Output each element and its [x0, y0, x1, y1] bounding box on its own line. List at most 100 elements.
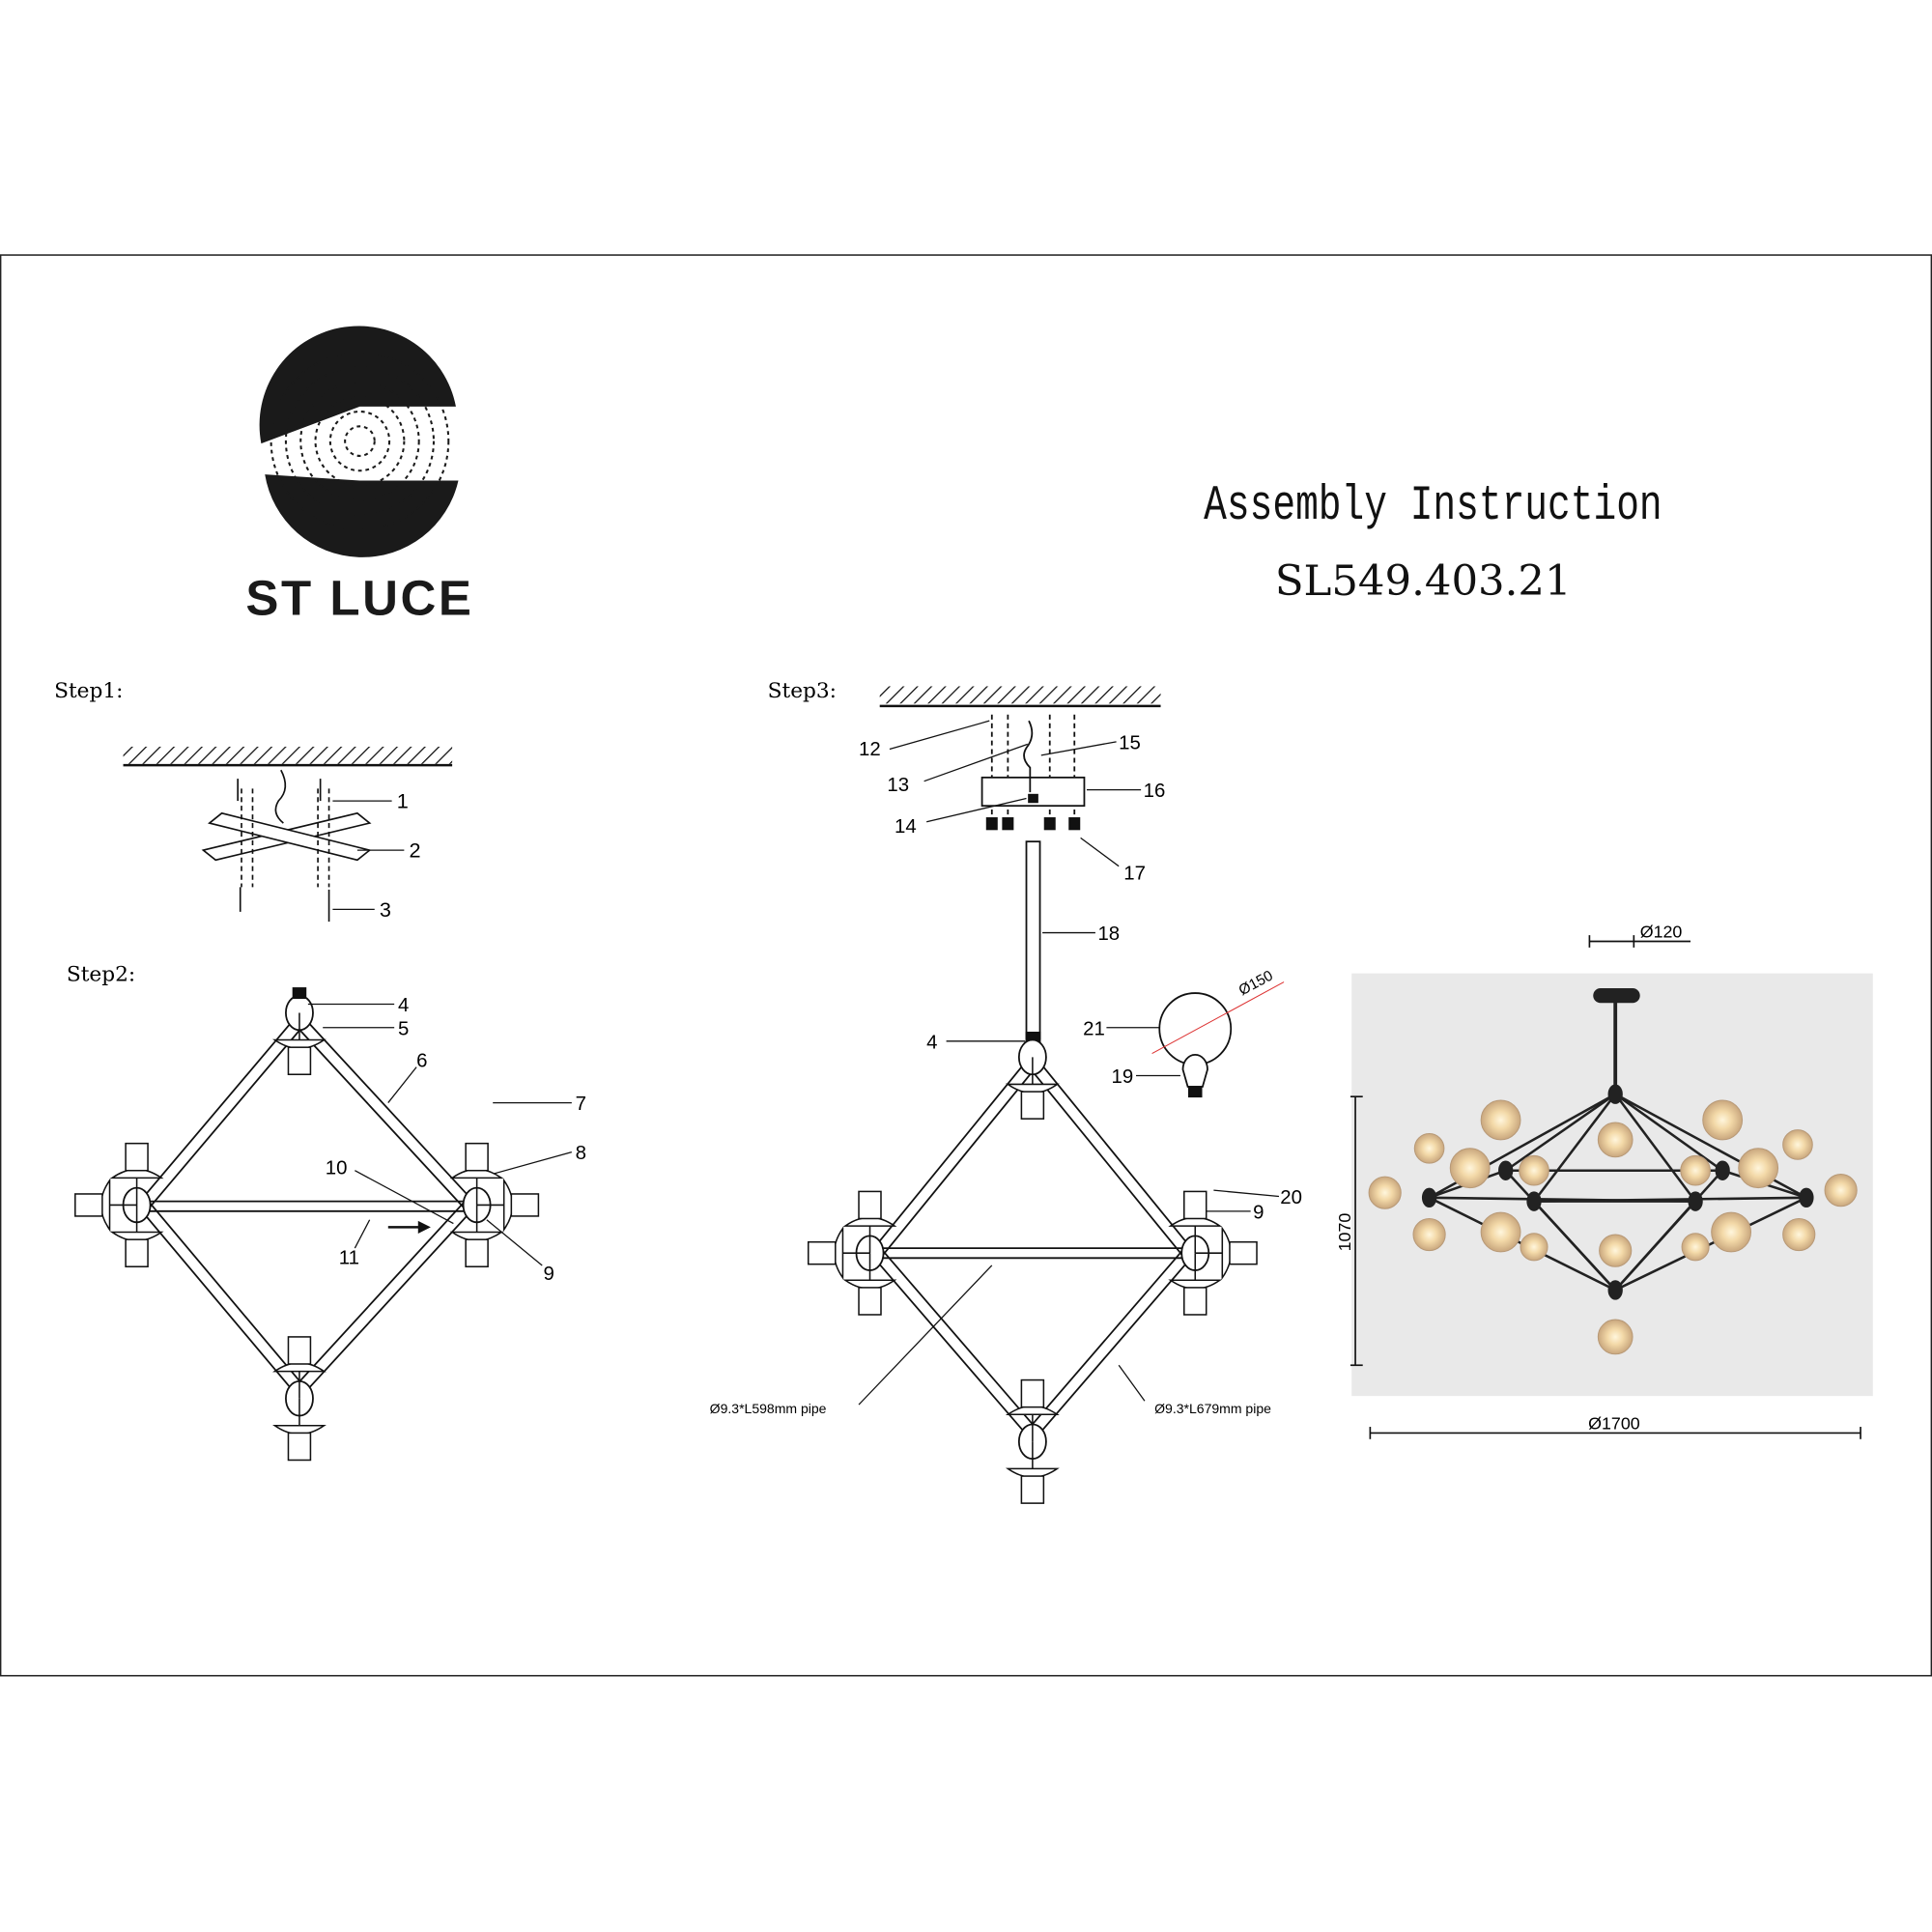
lamp-holder-icon: [272, 1012, 327, 1076]
lamp-holder-icon: [476, 1178, 540, 1233]
callout-1: 1: [397, 789, 409, 813]
glass-globe: [1413, 1132, 1445, 1164]
dimensions: Ø120 1070 Ø1700: [1335, 923, 1861, 1439]
glass-globe: [1597, 1319, 1634, 1355]
lamp-holder-icon: [842, 1190, 897, 1254]
short-pipe-label: Ø9.3*L598mm pipe: [710, 1401, 827, 1416]
callout-11: 11: [339, 1248, 359, 1269]
step2-label: Step2:: [67, 962, 135, 986]
chandelier-arm: [1614, 1196, 1807, 1292]
lamp-holder-icon: [272, 1336, 327, 1399]
callout-17: 17: [1123, 864, 1146, 885]
step1-label: Step1:: [54, 679, 123, 703]
lamp-holder-icon: [1005, 1378, 1060, 1442]
glass-globe: [1680, 1154, 1711, 1186]
height-dimension: 1070: [1335, 1213, 1354, 1252]
step2-diagram: [122, 987, 492, 1417]
glass-globe: [1782, 1129, 1813, 1160]
callout-14: 14: [895, 816, 917, 838]
chandelier-arm: [1614, 1200, 1697, 1292]
glass-globe: [1711, 1211, 1752, 1253]
chandelier-hub: [1688, 1191, 1703, 1211]
lamp-holders: [74, 1012, 1258, 1504]
chandelier-arm: [1614, 1093, 1723, 1172]
lamp-holder-icon: [807, 1226, 870, 1281]
callout-3: 3: [380, 897, 391, 922]
callout-8: 8: [576, 1143, 586, 1164]
lamp-holder-icon: [109, 1205, 164, 1267]
step3-label: Step3:: [768, 679, 837, 703]
chandelier-arm: [1614, 1093, 1807, 1199]
glass-globe: [1412, 1217, 1446, 1252]
brand-name: ST LUCE: [245, 570, 473, 625]
callout-10: 10: [326, 1158, 348, 1179]
chandelier-hub: [1607, 1084, 1623, 1104]
glass-globe: [1597, 1122, 1634, 1158]
callout-4-step3: 4: [926, 1032, 937, 1053]
lamp-holder-icon: [272, 1398, 327, 1462]
lamp-holder-icon: [74, 1178, 137, 1233]
chandelier-arm: [1614, 1093, 1697, 1203]
callout-2: 2: [409, 838, 420, 863]
callout-20: 20: [1280, 1187, 1302, 1208]
callout-15: 15: [1119, 733, 1141, 754]
model-number: SL549.403.21: [1275, 557, 1572, 606]
long-pipe-label: Ø9.3*L679mm pipe: [1154, 1401, 1271, 1416]
callout-5: 5: [398, 1018, 409, 1039]
glass-globe: [1782, 1217, 1816, 1252]
canopy-diameter: Ø120: [1640, 923, 1683, 942]
product-photo: [1351, 973, 1873, 1397]
lamp-holder-icon: [1005, 1441, 1060, 1504]
step3-diagram: [855, 686, 1285, 1461]
chandelier-arm: [1532, 1093, 1617, 1203]
chandelier-hub: [1498, 1160, 1514, 1180]
callout-19: 19: [1112, 1066, 1134, 1088]
width-dimension: Ø1700: [1588, 1414, 1640, 1434]
callout-21: 21: [1083, 1018, 1105, 1039]
glass-globe: [1520, 1233, 1548, 1262]
lamp-holder-icon: [449, 1205, 504, 1267]
callout-9: 9: [544, 1264, 554, 1285]
lamp-holder-icon: [842, 1253, 897, 1316]
glass-globe: [1824, 1174, 1858, 1208]
callout-18: 18: [1097, 923, 1120, 945]
callout-6: 6: [416, 1051, 427, 1072]
lamp-holder-icon: [1168, 1253, 1223, 1316]
step1-callouts: 1 2 3: [332, 789, 421, 922]
glass-globe: [1480, 1099, 1521, 1141]
step1-diagram: [123, 746, 453, 923]
step2-callouts: 4 5 6 7 8 9 10 11: [307, 995, 586, 1285]
chandelier-hub: [1421, 1187, 1437, 1208]
glass-globe: [1599, 1234, 1633, 1267]
callout-13: 13: [887, 775, 909, 796]
lamp-holder-icon: [449, 1142, 504, 1206]
lamp-holder-icon: [1005, 1057, 1060, 1120]
glass-globe: [1449, 1148, 1491, 1189]
bulb-diameter-label: Ø150: [1236, 968, 1276, 1000]
glass-globe: [1480, 1211, 1521, 1253]
callout-9-step3: 9: [1253, 1202, 1264, 1223]
lamp-holder-icon: [1168, 1190, 1223, 1254]
chandelier-arm: [1533, 1200, 1617, 1292]
glass-globe: [1738, 1148, 1779, 1189]
glass-globe: [1681, 1233, 1710, 1262]
page-title: Assembly Instruction: [1204, 479, 1662, 534]
lamp-holder-icon: [1195, 1226, 1258, 1281]
chandelier-hub: [1715, 1160, 1730, 1180]
callout-16: 16: [1144, 781, 1166, 802]
glass-globe: [1702, 1099, 1744, 1141]
page-frame: [0, 254, 1932, 1677]
step3-callouts: 12 13 14 15 16 17 18 4 21 19 20 9 Ø150 Ø…: [710, 720, 1302, 1416]
st-luce-logo: ST LUCE: [245, 326, 473, 625]
callout-7: 7: [576, 1094, 586, 1115]
chandelier-hub: [1799, 1187, 1814, 1208]
callout-12: 12: [859, 739, 881, 760]
lamp-holder-icon: [109, 1142, 164, 1206]
chandelier-hub: [1607, 1280, 1623, 1300]
glass-globe: [1368, 1176, 1402, 1209]
chandelier-arm: [1533, 1196, 1806, 1203]
callout-4: 4: [398, 995, 409, 1016]
glass-globe: [1519, 1154, 1549, 1186]
